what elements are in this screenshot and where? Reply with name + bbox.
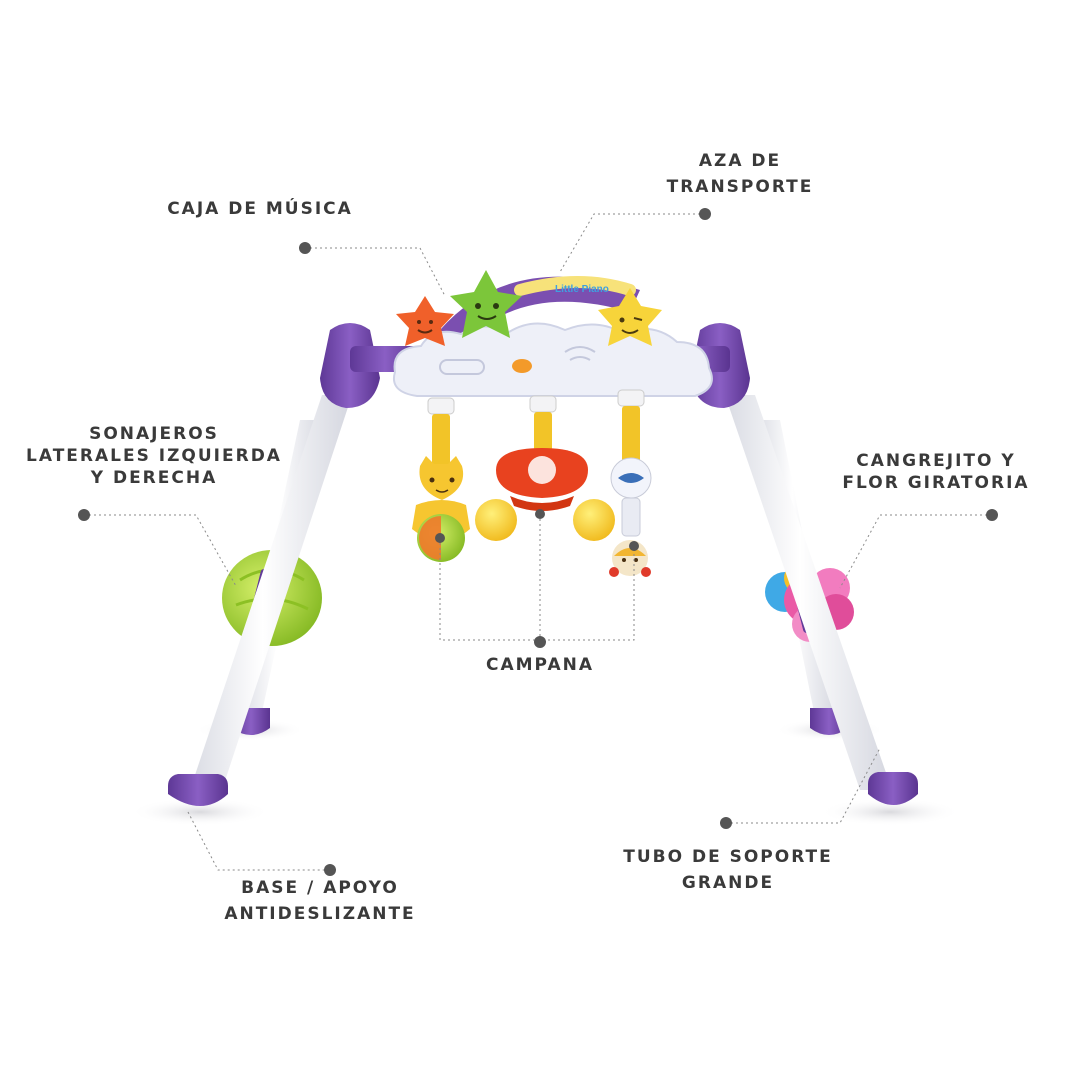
label-base: BASE / APOYO ANTIDESLIZANTE: [200, 877, 440, 925]
callout-dot: [324, 864, 336, 876]
callout-line-handle: [559, 213, 705, 273]
callout-lines: [84, 213, 992, 871]
label-line: GRANDE: [681, 873, 775, 893]
front-right-leg: [725, 395, 918, 805]
star-yellow: [598, 288, 662, 346]
callout-dot: [986, 509, 998, 521]
label-music-box: CAJA DE MÚSICA: [160, 198, 360, 220]
label-crab-flower: CANGREJITO Y FLOR GIRATORIA: [830, 450, 1042, 494]
label-line: ANTIDESLIZANTE: [224, 904, 416, 924]
callout-dot: [720, 817, 732, 829]
label-line: CAMPANA: [486, 655, 594, 675]
bee-rattle: [609, 457, 652, 577]
hanger-left: [427, 397, 455, 474]
label-bell: CAMPANA: [440, 654, 640, 676]
leg-shadow: [130, 798, 270, 826]
callout-dot: [299, 242, 311, 254]
star-orange: [396, 296, 454, 346]
star-green: [450, 270, 522, 338]
hanger-right: [617, 389, 645, 464]
callout-line-tube: [726, 747, 881, 824]
label-line: Y DERECHA: [90, 468, 218, 488]
callout-dot: [699, 208, 711, 220]
label-line: CAJA DE MÚSICA: [167, 199, 353, 219]
fish-button: [512, 359, 532, 373]
non-slip-foot: [168, 774, 228, 806]
callout-dot: [535, 509, 545, 519]
leg-shadow: [820, 798, 960, 826]
callout-dot: [534, 636, 546, 648]
callout-line-base: [187, 811, 330, 871]
label-line: LATERALES IZQUIERDA: [26, 446, 282, 466]
label-line: SONAJEROS: [89, 424, 219, 444]
front-left-leg: [168, 395, 352, 806]
callout-dot: [435, 533, 445, 543]
callout-dots: [78, 208, 998, 876]
callout-line-bell: [439, 538, 635, 641]
label-line: BASE / APOYO: [241, 878, 399, 898]
label-line: AZA DE: [698, 151, 782, 171]
callout-dot: [78, 509, 90, 521]
label-line: FLOR GIRATORIA: [842, 473, 1030, 493]
cat-rattle: [412, 456, 470, 562]
crab-teether: [475, 448, 615, 541]
label-support-tube: TUBO DE SOPORTE GRANDE: [618, 846, 838, 894]
callout-line-side-rattles: [84, 514, 237, 587]
callout-dot: [629, 541, 639, 551]
label-line: CANGREJITO Y: [856, 451, 1016, 471]
non-slip-foot: [868, 772, 918, 805]
label-side-rattles: SONAJEROS LATERALES IZQUIERDA Y DERECHA: [20, 423, 288, 489]
label-carry-handle: AZA DE TRANSPORTE: [640, 150, 840, 198]
label-line: TRANSPORTE: [666, 177, 814, 197]
arch-brand-text: Little Piano: [555, 284, 609, 295]
callout-line-crab-flower: [839, 514, 992, 589]
callout-line-music-box: [305, 247, 446, 297]
label-line: TUBO DE SOPORTE: [623, 847, 833, 867]
